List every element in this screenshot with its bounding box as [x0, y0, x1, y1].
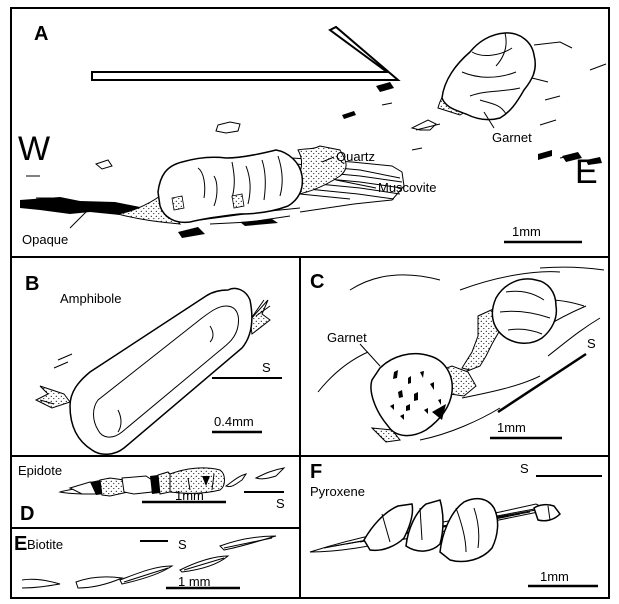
s-label-c: S [587, 336, 596, 351]
opaque-label: Opaque [22, 232, 68, 247]
panel-c-frame [300, 257, 609, 456]
garnet-label-a: Garnet [492, 130, 532, 145]
panel-a-letter: A [34, 23, 48, 45]
scale-label-b: 0.4mm [214, 414, 254, 429]
garnet-upper-c [492, 279, 556, 343]
scale-label-c: 1mm [497, 420, 526, 435]
panel-b-letter: B [25, 273, 39, 295]
s-label-f: S [520, 461, 529, 476]
garnet-porphyroblast-central [158, 150, 302, 222]
scale-label-d: 1mm [175, 488, 204, 503]
amphibole-label: Amphibole [60, 291, 121, 306]
west-label: W [18, 130, 50, 168]
garnet-porphyroblast-a [438, 33, 572, 120]
panel-f: F Pyroxene S 1mm [310, 461, 602, 586]
panel-b: B Amphibole S 0.4mm [25, 273, 282, 454]
scale-label-e: 1 mm [178, 574, 211, 589]
epidote-label: Epidote [18, 463, 62, 478]
garnet-label-c: Garnet [327, 330, 367, 345]
s-label-e: S [178, 537, 187, 552]
quartz-label: Quartz [336, 149, 375, 164]
shear-sense-arrow [92, 27, 398, 80]
garnet-lower-c [371, 354, 452, 436]
panel-d: Epidote 1mm S D [18, 463, 285, 525]
panel-e: E Biotite S 1 mm [14, 533, 276, 589]
scale-label-f: 1mm [540, 569, 569, 584]
scale-label-a: 1mm [512, 224, 541, 239]
s-label-d: S [276, 496, 285, 511]
panel-f-letter: F [310, 461, 322, 483]
biotite-label: Biotite [27, 537, 63, 552]
pyroxene-label: Pyroxene [310, 484, 365, 499]
amphibole-grain [70, 288, 252, 454]
panel-e-letter: E [14, 533, 27, 555]
panel-d-letter: D [20, 503, 34, 525]
muscovite-label: Muscovite [378, 180, 437, 195]
panel-c-letter: C [310, 271, 324, 293]
panel-a: A W E Garnet [18, 23, 606, 247]
s-label-b: S [262, 360, 271, 375]
pyroxene-grains [364, 499, 560, 562]
panel-c: C Garnet [310, 267, 604, 442]
